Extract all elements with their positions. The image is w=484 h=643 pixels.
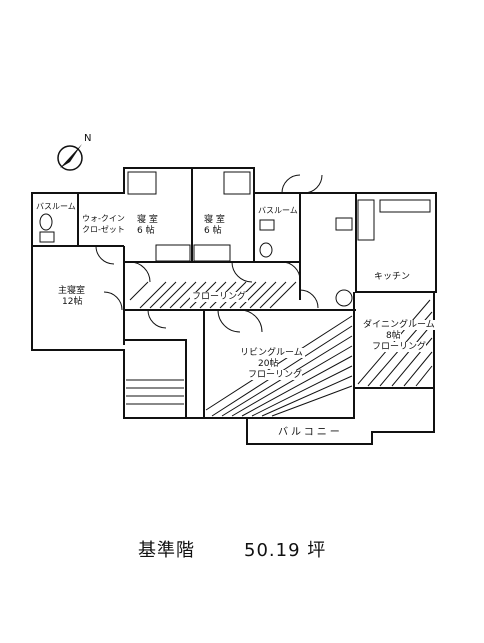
bed-2-label-1: 寝 室 <box>204 215 225 225</box>
master-label-1: 主寝室 <box>58 286 86 296</box>
kitchen-label: キッチン <box>374 272 411 282</box>
living-label-1: リビングルーム <box>238 348 305 358</box>
dining-label-1: ダイニングルーム <box>362 320 436 330</box>
dining-label-2: 8帖 <box>386 331 401 341</box>
master-label-2: 12帖 <box>62 297 83 307</box>
balcony-label: バルコニー <box>278 427 343 438</box>
bed-2-label-2: 6 帖 <box>204 226 222 236</box>
walkin-label-1: ウォ-クイン <box>82 214 125 223</box>
compass-label: N <box>84 133 92 144</box>
bath-2-label: バスルーム <box>258 206 298 215</box>
floor-caption: 基準階 <box>138 540 195 561</box>
bed-1-label-2: 6 帖 <box>137 226 155 236</box>
living-label-2: 20帖 <box>258 359 279 369</box>
area-caption: 50.19 坪 <box>244 540 327 561</box>
floor-plan <box>31 144 437 445</box>
walkin-label-2: クロ-ゼット <box>82 225 125 234</box>
bed-1-label-1: 寝 室 <box>137 215 158 225</box>
living-label-3: フローリング <box>248 370 303 380</box>
hall-label: フローリング <box>190 292 249 302</box>
dining-label-3: フローリング <box>372 342 427 352</box>
compass-icon <box>57 144 83 171</box>
bath-1-label: バスルーム <box>36 202 76 211</box>
